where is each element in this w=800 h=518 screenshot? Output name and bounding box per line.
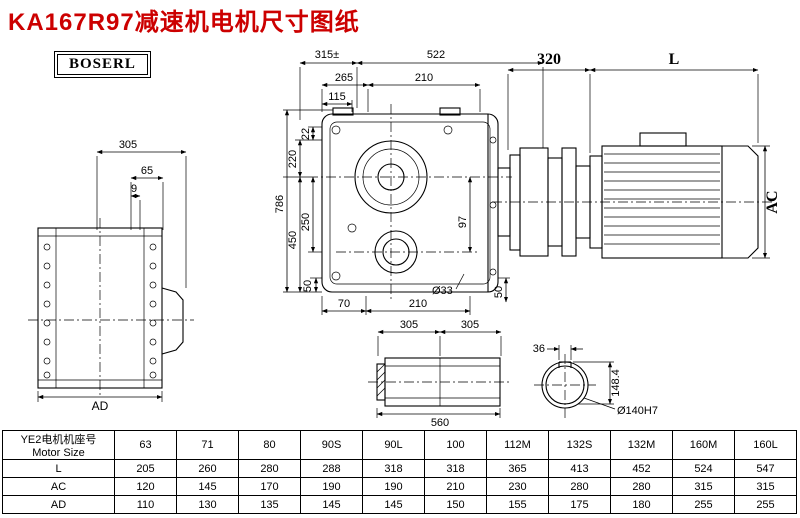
value-cell: 255 [672, 495, 735, 514]
value-cell: 260 [176, 459, 239, 478]
size-column-header: 112M [486, 430, 549, 460]
size-column-header: 71 [176, 430, 239, 460]
dim-210-top-label: 210 [415, 72, 433, 84]
end-view: 36 148.4 Ø140H7 [533, 343, 658, 418]
value-cell: 175 [548, 495, 611, 514]
front-view: 315± 522 265 210 115 786 220 450 22 250 … [274, 49, 544, 315]
dim-220-label: 220 [287, 150, 299, 168]
table-row-ad: AD 110 130 135 145 145 150 155 175 180 2… [2, 495, 797, 514]
dim-9-label: 9 [131, 183, 137, 195]
value-cell: 315 [734, 477, 797, 496]
table-corner-header-cn: YE2电机机座号 [20, 434, 97, 446]
dim-250-label: 250 [300, 213, 312, 231]
dim-305-right-label: 305 [461, 319, 479, 331]
dim-522-label: 522 [427, 49, 445, 61]
size-column-header: 160L [734, 430, 797, 460]
technical-drawing: 305 65 9 AD [28, 49, 781, 429]
dim-22-label: 22 [300, 128, 312, 140]
value-cell: 190 [300, 477, 363, 496]
value-cell: 145 [362, 495, 425, 514]
dim-148-label: 148.4 [610, 369, 622, 397]
value-cell: 318 [424, 459, 487, 478]
size-column-header: 160M [672, 430, 735, 460]
dim-36-label: 36 [533, 343, 545, 355]
dim-ac-label: AC [764, 190, 781, 213]
value-cell: 180 [610, 495, 673, 514]
brand-logo: BOSERL [54, 51, 151, 78]
dim-50-left-label: 50 [302, 280, 314, 292]
row-label-ad: AD [2, 495, 115, 514]
size-column-header: 132S [548, 430, 611, 460]
dim-70-label: 70 [338, 298, 350, 310]
dim-560-label: 560 [431, 417, 449, 429]
value-cell: 255 [734, 495, 797, 514]
value-cell: 170 [238, 477, 301, 496]
value-cell: 452 [610, 459, 673, 478]
value-cell: 365 [486, 459, 549, 478]
motor-view: 320 L AC [492, 51, 781, 259]
value-cell: 130 [176, 495, 239, 514]
value-cell: 280 [238, 459, 301, 478]
size-column-header: 90L [362, 430, 425, 460]
value-cell: 205 [114, 459, 177, 478]
value-cell: 280 [548, 477, 611, 496]
dim-320-label: 320 [537, 51, 561, 68]
size-column-header: 132M [610, 430, 673, 460]
dim-305-left-label: 305 [400, 319, 418, 331]
dim-305-label: 305 [119, 139, 137, 151]
page-title: KA167R97减速机电机尺寸图纸 [8, 9, 360, 36]
table-row-ac: AC 120 145 170 190 190 210 230 280 280 3… [2, 477, 797, 496]
dim-65-label: 65 [141, 165, 153, 177]
table-row-l: L 205 260 280 288 318 318 365 413 452 52… [2, 459, 797, 478]
value-cell: 318 [362, 459, 425, 478]
dim-265-label: 265 [335, 72, 353, 84]
dim-115-label: 115 [328, 91, 346, 103]
dim-315-label: 315± [315, 49, 339, 61]
shaft-view: 305 305 560 [368, 319, 512, 429]
size-column-header: 90S [300, 430, 363, 460]
value-cell: 547 [734, 459, 797, 478]
side-view-hub [161, 287, 184, 355]
dim-l-label: L [669, 51, 680, 68]
dim-o140-label: Ø140H7 [617, 405, 658, 417]
dim-786-label: 786 [274, 195, 286, 213]
dim-97-label: 97 [457, 216, 469, 228]
value-cell: 210 [424, 477, 487, 496]
row-label-l: L [2, 459, 115, 478]
value-cell: 230 [486, 477, 549, 496]
value-cell: 280 [610, 477, 673, 496]
size-column-header: 80 [238, 430, 301, 460]
dim-ad-label: AD [92, 399, 109, 413]
value-cell: 413 [548, 459, 611, 478]
value-cell: 190 [362, 477, 425, 496]
value-cell: 155 [486, 495, 549, 514]
value-cell: 150 [424, 495, 487, 514]
table-corner-header-en: Motor Size [32, 447, 85, 459]
size-column-header: 63 [114, 430, 177, 460]
dim-450-label: 450 [287, 231, 299, 249]
size-column-header: 100 [424, 430, 487, 460]
value-cell: 524 [672, 459, 735, 478]
value-cell: 315 [672, 477, 735, 496]
row-label-ac: AC [2, 477, 115, 496]
value-cell: 120 [114, 477, 177, 496]
table-header-row: YE2电机机座号 Motor Size 63 71 80 90S 90L 100… [2, 430, 797, 460]
value-cell: 135 [238, 495, 301, 514]
dim-o33-label: Ø33 [432, 285, 453, 297]
gearbox-front-outline [321, 113, 499, 293]
dim-210-bottom-label: 210 [409, 298, 427, 310]
table-corner-header: YE2电机机座号 Motor Size [2, 430, 115, 460]
value-cell: 288 [300, 459, 363, 478]
side-view: 305 65 9 AD [28, 139, 194, 413]
value-cell: 145 [176, 477, 239, 496]
value-cell: 145 [300, 495, 363, 514]
terminal-box [639, 132, 687, 147]
value-cell: 110 [114, 495, 177, 514]
dim-50-right-label: 50 [493, 286, 505, 298]
motor-size-table: YE2电机机座号 Motor Size 63 71 80 90S 90L 100… [2, 430, 797, 514]
